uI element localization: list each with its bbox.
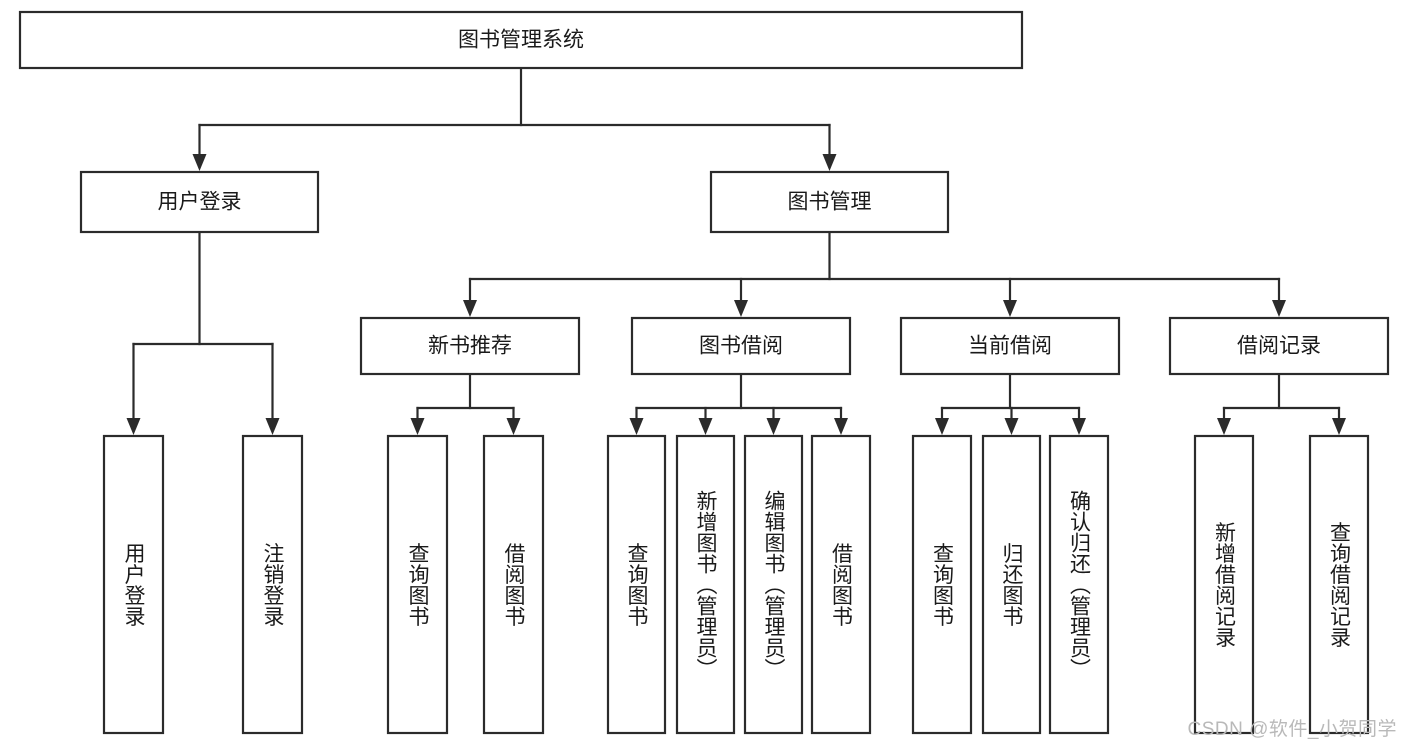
node-leaf-add-record[interactable]: 新增借阅记录 [1193, 434, 1255, 735]
node-label-leaf-return-book: 归还图书 [1000, 543, 1024, 627]
arrow-head [1332, 418, 1346, 435]
node-box-leaf-user-login[interactable] [102, 434, 165, 735]
node-new-book-recommend[interactable]: 新书推荐 [359, 316, 581, 376]
arrow-head [506, 418, 521, 435]
node-box-leaf-return-book[interactable] [981, 434, 1042, 735]
arrow-head [734, 300, 748, 317]
arrow-head [463, 300, 477, 317]
node-box-leaf-query-book-cur[interactable] [911, 434, 973, 735]
node-box-leaf-query-record[interactable] [1308, 434, 1370, 735]
node-label-borrow-record: 借阅记录 [1237, 335, 1321, 358]
node-label-book-borrow: 图书借阅 [699, 335, 783, 358]
arrow-head [629, 418, 644, 435]
node-label-leaf-edit-book: 编辑图书（管理员） [762, 490, 786, 679]
node-label-user-login: 用户登录 [158, 191, 242, 214]
edge-group-root [192, 66, 837, 171]
arrow-head [1072, 418, 1086, 435]
edge-group-book-borrow [629, 372, 848, 435]
node-root[interactable]: 图书管理系统 [18, 10, 1024, 70]
node-box-book-borrow[interactable] [630, 316, 852, 376]
node-label-leaf-query-book-borrow: 查询图书 [625, 543, 649, 627]
node-box-leaf-add-record[interactable] [1193, 434, 1255, 735]
node-box-borrow-record[interactable] [1168, 316, 1390, 376]
node-label-current-borrow: 当前借阅 [968, 335, 1052, 358]
node-label-leaf-query-book-cur: 查询图书 [931, 543, 955, 627]
node-label-root: 图书管理系统 [458, 29, 584, 52]
node-label-leaf-confirm-return: 确认归还（管理员） [1068, 490, 1092, 679]
node-borrow-record[interactable]: 借阅记录 [1168, 316, 1390, 376]
node-box-current-borrow[interactable] [899, 316, 1121, 376]
node-book-manage[interactable]: 图书管理 [709, 170, 950, 234]
connector-layer [126, 66, 1346, 435]
edge-group-user-login [126, 230, 280, 435]
arrow-head [1003, 300, 1017, 317]
node-label-leaf-user-logout: 注销登录 [261, 543, 285, 627]
edge-group-new-book-recommend [410, 372, 521, 435]
arrow-head [126, 418, 141, 435]
arrow-head [1004, 418, 1019, 435]
node-label-leaf-query-book-rec: 查询图书 [406, 543, 430, 627]
node-label-new-book-recommend: 新书推荐 [428, 335, 512, 358]
node-label-leaf-query-record: 查询借阅记录 [1328, 522, 1352, 648]
node-box-leaf-borrow-book[interactable] [810, 434, 872, 735]
arrow-head [1272, 300, 1286, 317]
node-box-leaf-query-book-borrow[interactable] [606, 434, 667, 735]
node-layer: 图书管理系统用户登录图书管理新书推荐图书借阅当前借阅借阅记录用户登录注销登录查询… [18, 10, 1390, 735]
arrow-head [265, 418, 280, 435]
edge-group-borrow-record [1217, 372, 1346, 435]
arrow-head [834, 418, 848, 435]
arrow-head [935, 418, 949, 435]
node-leaf-query-book-rec[interactable]: 查询图书 [386, 434, 449, 735]
node-label-leaf-add-book: 新增图书（管理员） [694, 490, 718, 679]
node-label-leaf-borrow-book: 借阅图书 [830, 543, 854, 627]
node-current-borrow[interactable]: 当前借阅 [899, 316, 1121, 376]
node-label-leaf-user-login: 用户登录 [122, 543, 146, 627]
arrow-head [1217, 418, 1231, 435]
node-leaf-confirm-return[interactable]: 确认归还（管理员） [1048, 434, 1110, 735]
arrow-head [192, 154, 207, 171]
node-box-leaf-query-book-rec[interactable] [386, 434, 449, 735]
node-leaf-edit-book[interactable]: 编辑图书（管理员） [743, 434, 804, 735]
node-leaf-user-login[interactable]: 用户登录 [102, 434, 165, 735]
node-box-leaf-user-logout[interactable] [241, 434, 304, 735]
arrow-head [698, 418, 713, 435]
node-box-leaf-add-book[interactable] [675, 434, 736, 735]
node-label-leaf-borrow-book-rec: 借阅图书 [502, 543, 526, 627]
node-box-leaf-confirm-return[interactable] [1048, 434, 1110, 735]
node-box-user-login[interactable] [79, 170, 320, 234]
node-book-borrow[interactable]: 图书借阅 [630, 316, 852, 376]
arrow-head [410, 418, 425, 435]
node-label-leaf-add-record: 新增借阅记录 [1213, 522, 1237, 648]
edge-group-book-manage [463, 230, 1286, 317]
node-box-leaf-borrow-book-rec[interactable] [482, 434, 545, 735]
node-box-leaf-edit-book[interactable] [743, 434, 804, 735]
node-leaf-borrow-book-rec[interactable]: 借阅图书 [482, 434, 545, 735]
node-leaf-user-logout[interactable]: 注销登录 [241, 434, 304, 735]
node-box-new-book-recommend[interactable] [359, 316, 581, 376]
edge-group-current-borrow [935, 372, 1086, 435]
node-leaf-add-book[interactable]: 新增图书（管理员） [675, 434, 736, 735]
node-box-root[interactable] [18, 10, 1024, 70]
node-leaf-query-record[interactable]: 查询借阅记录 [1308, 434, 1370, 735]
node-leaf-borrow-book[interactable]: 借阅图书 [810, 434, 872, 735]
node-user-login[interactable]: 用户登录 [79, 170, 320, 234]
node-label-book-manage: 图书管理 [788, 191, 872, 214]
node-box-book-manage[interactable] [709, 170, 950, 234]
arrow-head [822, 154, 837, 171]
node-leaf-return-book[interactable]: 归还图书 [981, 434, 1042, 735]
arrow-head [766, 418, 781, 435]
node-leaf-query-book-borrow[interactable]: 查询图书 [606, 434, 667, 735]
node-leaf-query-book-cur[interactable]: 查询图书 [911, 434, 973, 735]
